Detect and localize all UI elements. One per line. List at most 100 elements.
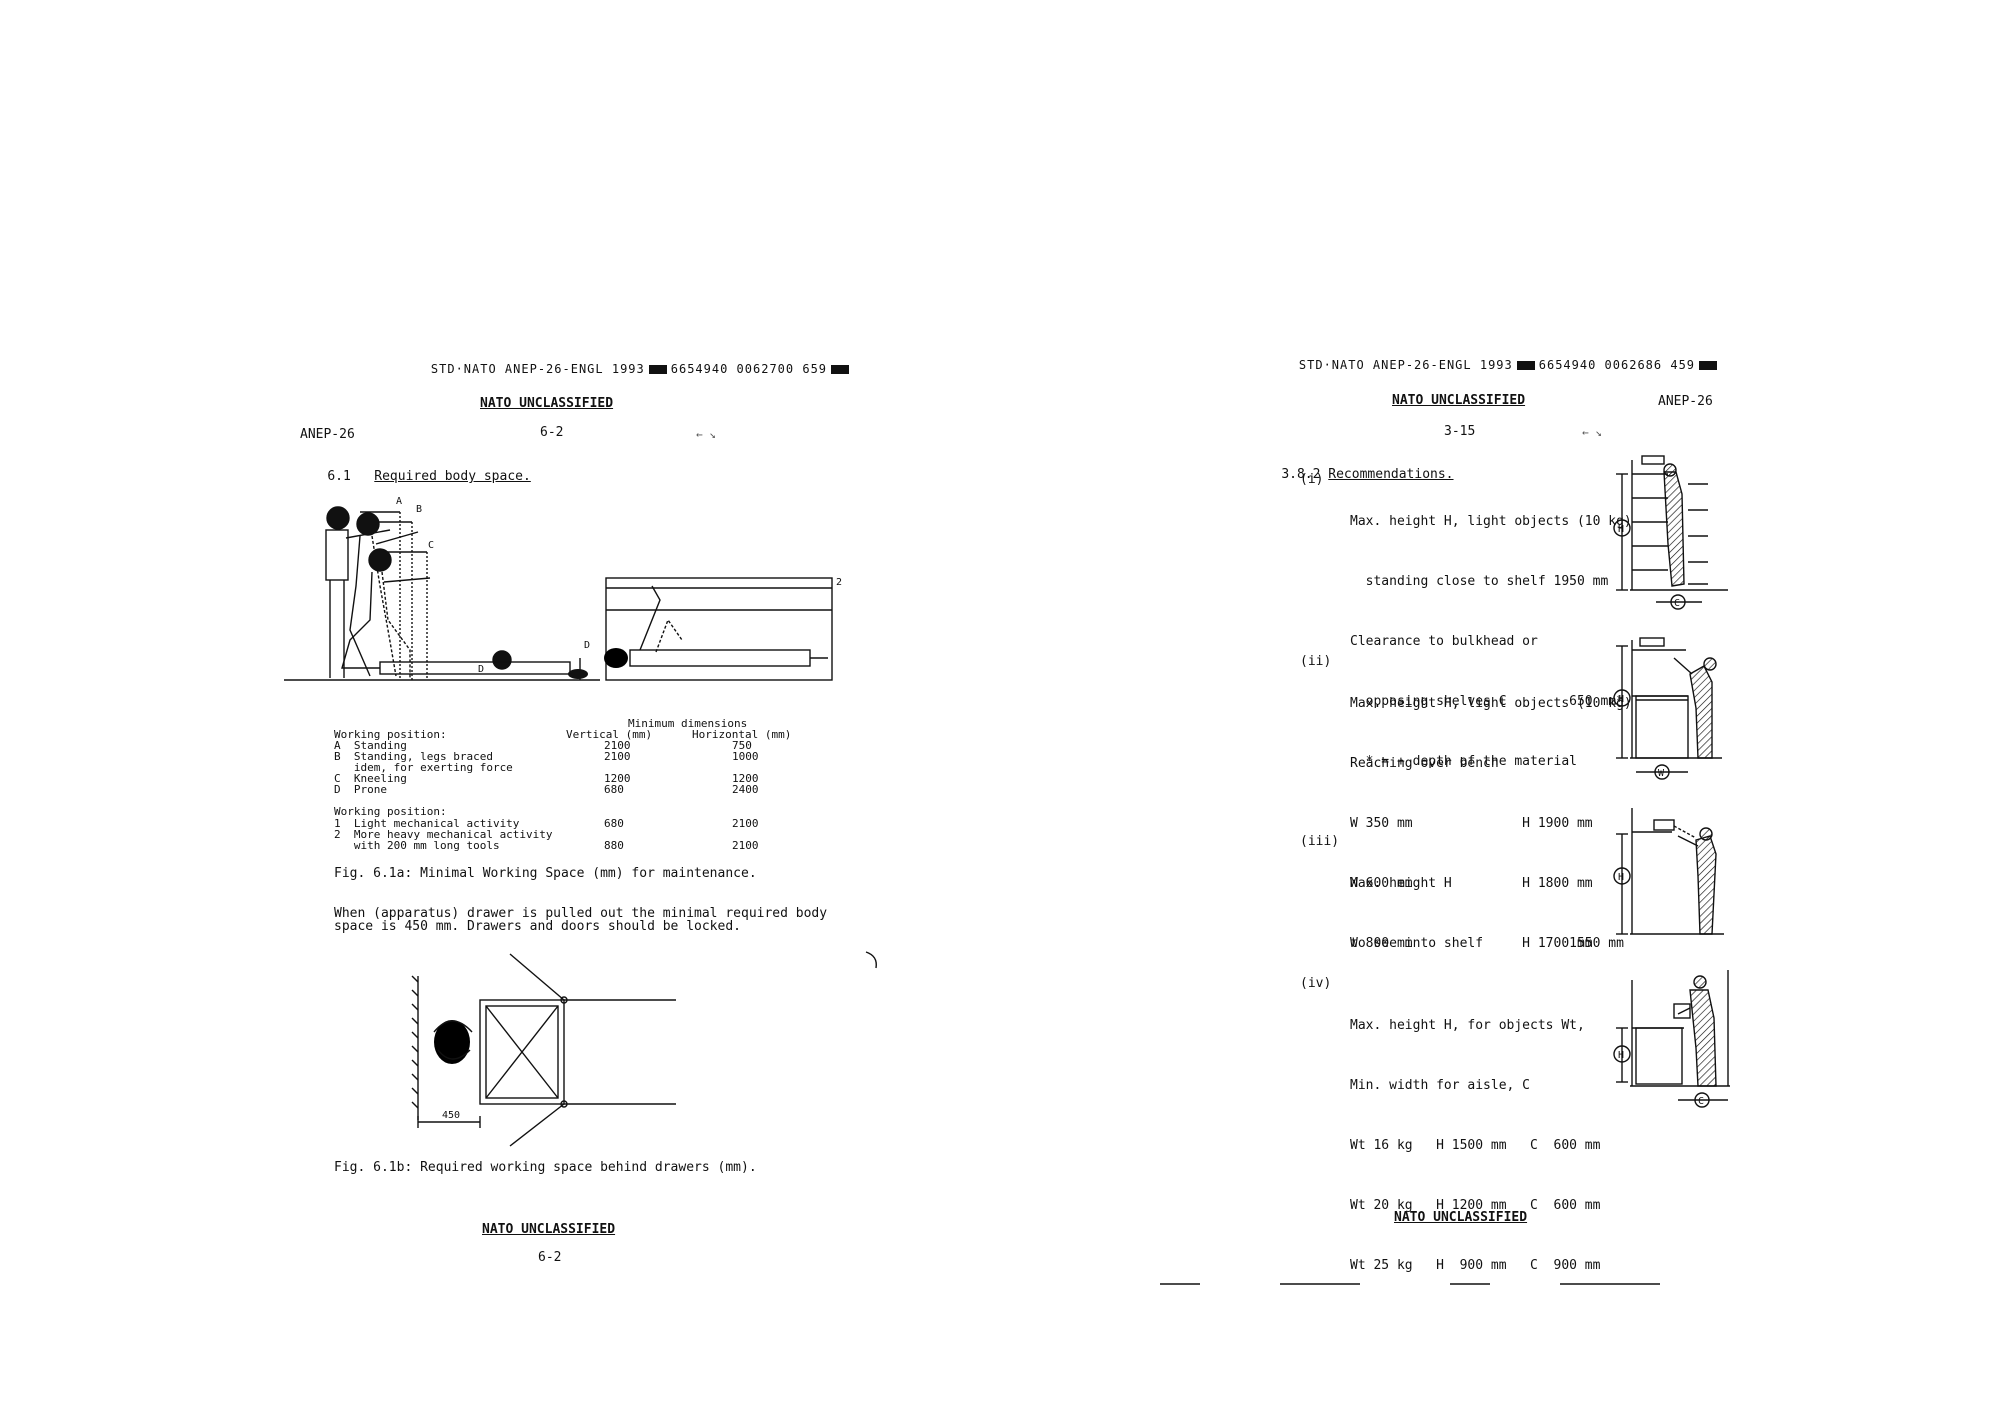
label-h: H	[1618, 524, 1624, 535]
table-row: C Kneeling 1200 1200	[334, 773, 794, 784]
left-doc-id: ANEP-26	[300, 427, 355, 442]
label-c: C	[1698, 1096, 1704, 1107]
table-cell-horizontal: 750	[732, 739, 752, 752]
table-cell-vertical: 2100	[604, 750, 631, 763]
table-cell-vertical: 2100	[604, 739, 631, 752]
header-block-mark	[648, 365, 667, 374]
left-page-number-top: 6-2	[540, 425, 564, 440]
left-classification-bottom: NATO UNCLASSIFIED	[482, 1222, 616, 1237]
table-row: 2 More heavy mechanical activity	[334, 829, 794, 840]
table-row-label: C Kneeling	[334, 772, 407, 785]
fig-label-d: D	[478, 664, 484, 675]
fig-label-a: A	[396, 496, 402, 507]
figure-shelf-iii: H	[1613, 808, 1724, 935]
label-w: W	[1658, 768, 1665, 779]
item-1-text: Max. height H, light objects (10 kg) sta…	[1350, 472, 1632, 812]
right-section-heading: 3.8.2 Recommendations.	[1250, 452, 1454, 497]
table-row-label: 1 Light mechanical activity	[334, 817, 520, 830]
right-classification-bottom: NATO UNCLASSIFIED	[1394, 1210, 1528, 1225]
table-row-label: idem, for exerting force	[334, 761, 513, 774]
item-4-line: Wt 25 kg H 900 mm C 900 mm	[1350, 1258, 1601, 1273]
table-col-vertical: Vertical (mm)	[566, 728, 653, 741]
table-row: with 200 mm long tools 880 2100	[334, 840, 794, 851]
fig-label-2: 2	[836, 577, 842, 588]
table-row-label: A Standing	[334, 739, 407, 752]
left-classification-top: NATO UNCLASSIFIED	[480, 396, 614, 411]
item-2-line: W 600 mm H 1800 mm	[1350, 876, 1593, 891]
item-1-line: * = + depth of the material	[1350, 754, 1577, 769]
label-c: C	[1674, 598, 1680, 609]
caption-fig-6-1a: Fig. 6.1a: Minimal Working Space (mm) fo…	[334, 866, 757, 881]
item-2-line: Reaching over bench	[1350, 756, 1499, 771]
right-header-numbers: 6654940 0062686 459	[1538, 358, 1696, 372]
table-row-label: 2 More heavy mechanical activity	[334, 828, 553, 841]
header-block-mark	[1516, 361, 1535, 370]
item-1-num: (i)	[1300, 472, 1324, 487]
item-1-line: standing close to shelf 1950 mm	[1350, 574, 1609, 589]
table-row: D Prone 680 2400	[334, 784, 794, 795]
item-2-line: W 350 mm H 1900 mm	[1350, 816, 1593, 831]
item-4-line: Max. height H, for objects Wt,	[1350, 1018, 1585, 1033]
item-2-text: Max. height H, light objects (10 kg) Rea…	[1350, 654, 1632, 994]
fig-label-b: B	[416, 504, 422, 515]
item-2-num: (ii)	[1300, 654, 1332, 669]
table-cell-vertical: 1200	[604, 772, 631, 785]
table-section2-title: Working position:	[334, 805, 447, 818]
item-2-line: Max. height H, light objects (10 kg)	[1350, 696, 1632, 711]
item-2-line: W 800 mm H 1700 mm	[1350, 936, 1593, 951]
table-row-label: D Prone	[334, 783, 387, 796]
table-cell-vertical: 880	[604, 839, 624, 852]
table-cell-horizontal: 2100	[732, 839, 759, 852]
header-block-mark	[831, 365, 850, 374]
item-1-line: opposing shelves C 650 mm*	[1350, 694, 1624, 709]
item-4-line: Wt 16 kg H 1500 mm C 600 mm	[1350, 1138, 1601, 1153]
table-section1: A Standing 2100 750 B Standing, legs braced…	[334, 740, 794, 795]
right-header-code: STD·NATO ANEP-26-ENGL 1993	[1298, 358, 1513, 372]
label-h: H	[1618, 694, 1624, 705]
right-section-number: 3.8.2	[1281, 467, 1321, 482]
figure-6-1a: A B C D D 2	[284, 496, 842, 681]
fig-label-d2: D	[584, 640, 590, 651]
right-doc-id: ANEP-26	[1658, 394, 1713, 409]
table-row-label: B Standing, legs braced	[334, 750, 493, 763]
item-3-line: to see into shelf 1550 mm	[1350, 936, 1624, 951]
item-1-line: Clearance to bulkhead or	[1350, 634, 1538, 649]
fig-b-dimension: 450	[442, 1110, 460, 1121]
item-4-text: Max. height H, for objects Wt, Min. widt…	[1350, 976, 1600, 1316]
left-section-heading: 6.1 Required body space.	[296, 454, 531, 499]
left-section-number: 6.1	[327, 469, 351, 484]
body-text-line-1: When (apparatus) drawer is pulled out th…	[334, 906, 828, 921]
fig-label-c: C	[428, 540, 434, 551]
item-4-line: Min. width for aisle, C	[1350, 1078, 1531, 1093]
right-page-number-top: 3-15	[1444, 424, 1476, 439]
item-3-text: Max. height H to see into shelf 1550 mm	[1350, 834, 1624, 994]
left-header-code: STD·NATO ANEP-26-ENGL 1993	[430, 362, 645, 376]
table-cell-horizontal: 1200	[732, 772, 759, 785]
item-3-line: Max. height H	[1350, 876, 1452, 891]
item-1-line: Max. height H, light objects (10 kg)	[1350, 514, 1632, 529]
figure-shelf-i: H C	[1613, 455, 1728, 610]
right-classification-top: NATO UNCLASSIFIED	[1392, 393, 1526, 408]
table-col-horizontal: Horizontal (mm)	[692, 728, 792, 741]
table-cell-vertical: 680	[604, 783, 624, 796]
label-h: H	[1618, 1050, 1624, 1061]
figure-6-1b: 450	[411, 953, 676, 1147]
table-section1-title: Working position:	[334, 728, 447, 741]
table-group-title: Minimum dimensions	[628, 717, 748, 730]
figure-aisle-iv: H C	[1613, 970, 1730, 1108]
scan-mark-arrows: ← ↘	[1582, 426, 1602, 439]
caption-fig-6-1b: Fig. 6.1b: Required working space behind…	[334, 1160, 757, 1175]
body-text-line-2: space is 450 mm. Drawers and doors shoul…	[334, 919, 741, 934]
scan-mark-arrows: ← ↘	[696, 428, 716, 441]
table-row-label: with 200 mm long tools	[334, 839, 500, 852]
right-section-title: Recommendations.	[1328, 467, 1454, 482]
left-page-number-bottom: 6-2	[538, 1250, 562, 1265]
table-cell-horizontal: 2400	[732, 783, 759, 796]
right-header-line: STD·NATO ANEP-26-ENGL 1993 6654940 006268…	[1266, 344, 1721, 386]
scan-mark	[865, 951, 877, 969]
item-4-line: Wt 20 kg H 1200 mm C 600 mm	[1350, 1198, 1601, 1213]
